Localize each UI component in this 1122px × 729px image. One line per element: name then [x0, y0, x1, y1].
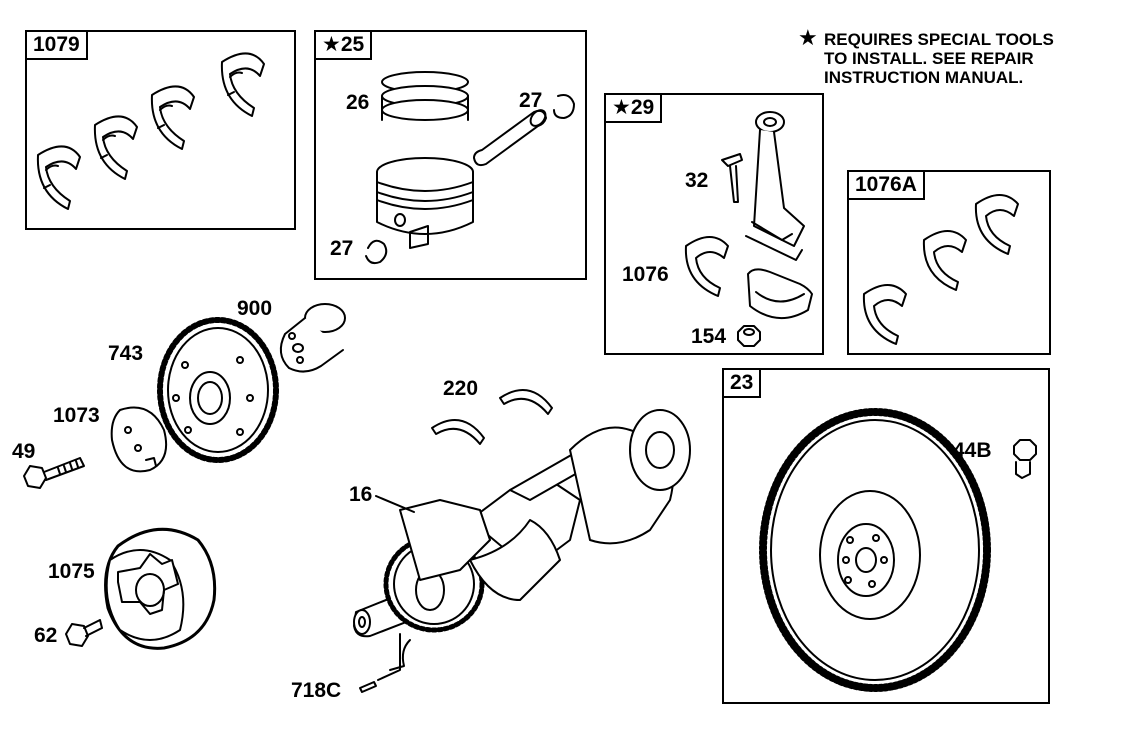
- label-16: 16: [349, 483, 373, 506]
- box-23-tab: 23: [722, 368, 762, 398]
- bolt-icon: [1013, 439, 1037, 479]
- label-220: 220: [443, 377, 479, 400]
- cam-disc-icon: [110, 406, 168, 473]
- box-29-tab: ★29: [604, 93, 663, 123]
- thrust-washer-icon: [431, 389, 553, 445]
- label-62: 62: [34, 624, 58, 647]
- label-1076: 1076: [622, 263, 669, 286]
- label-154: 154: [691, 325, 727, 348]
- box-1076a: 1076A: [847, 170, 1051, 355]
- label-1073: 1073: [53, 404, 100, 427]
- bolt-icon: [23, 457, 85, 489]
- label-718c: 718C: [291, 679, 342, 702]
- star-icon: ★: [798, 25, 818, 50]
- bolt-icon: [65, 619, 103, 647]
- leader-line: [375, 495, 415, 513]
- label-27-clip: 27: [330, 237, 354, 260]
- box-25: ★25: [314, 30, 587, 280]
- special-tools-note: ★ REQUIRES SPECIAL TOOLS TO INSTALL. SEE…: [798, 25, 1054, 88]
- rod-bolt-icon: [721, 153, 743, 203]
- label-1075: 1075: [48, 560, 95, 583]
- label-27-pin: 27: [519, 89, 543, 112]
- leader-line: [377, 633, 401, 681]
- label-26: 26: [346, 91, 370, 114]
- label-49: 49: [12, 440, 36, 463]
- cam-gear-icon: [157, 317, 279, 463]
- clip-icon: [365, 94, 575, 265]
- piston-icon: [376, 157, 474, 249]
- piston-pin-icon: [473, 109, 547, 167]
- box-1079-tab: 1079: [25, 30, 88, 60]
- dowel-pin-icon: [359, 681, 377, 693]
- pulley-hub-icon: [104, 527, 217, 650]
- label-44b: 44B: [953, 439, 992, 462]
- note-line-2: TO INSTALL. SEE REPAIR: [824, 49, 1034, 68]
- rod-bearing-icon: [684, 236, 813, 320]
- box-23: 23: [722, 368, 1050, 704]
- label-743: 743: [108, 342, 144, 365]
- note-line-1: REQUIRES SPECIAL TOOLS: [824, 30, 1054, 49]
- box-1076a-tab: 1076A: [847, 170, 925, 200]
- crankshaft-icon: [353, 409, 691, 671]
- box-29: ★29: [604, 93, 824, 355]
- nut-icon: [737, 325, 761, 347]
- connecting-rod-icon: [745, 111, 805, 261]
- bearing-half-icon: [862, 194, 1019, 345]
- note-line-3: INSTRUCTION MANUAL.: [824, 68, 1024, 87]
- flywheel-icon: [759, 408, 991, 692]
- label-32: 32: [685, 169, 709, 192]
- box-1079: 1079: [25, 30, 296, 230]
- piston-rings-icon: [381, 71, 469, 121]
- box-25-tab: ★25: [314, 30, 373, 60]
- label-900: 900: [237, 297, 273, 320]
- bearing-half-icon: [36, 52, 265, 210]
- governor-cup-icon: [279, 303, 346, 373]
